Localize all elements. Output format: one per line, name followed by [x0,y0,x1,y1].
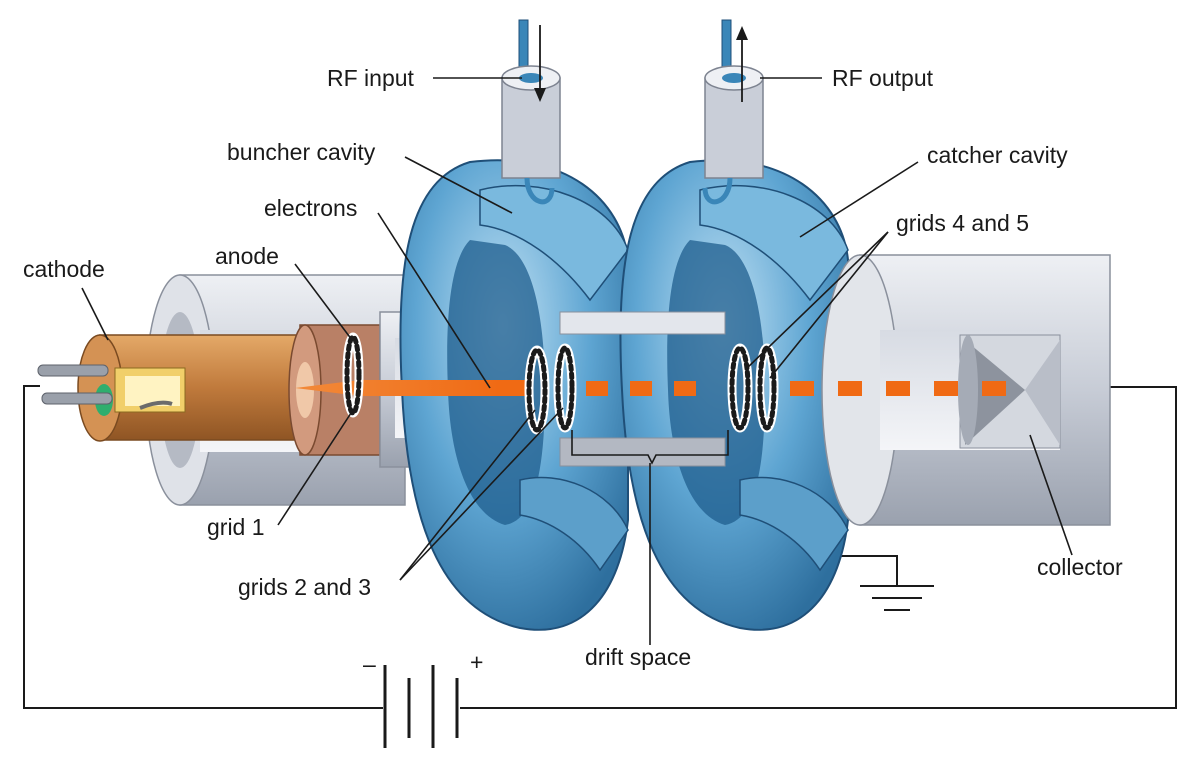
collector-label: collector [1037,554,1123,580]
leader-lines [81,77,1073,645]
cathode-label: cathode [23,256,105,282]
grid-1-label: grid 1 [207,514,265,540]
buncher-cavity-label: buncher cavity [227,139,376,165]
catcher-cavity-label: catcher cavity [927,142,1068,168]
electrons-label: electrons [264,195,357,221]
collector-housing [821,254,1111,526]
rf-output-arrow-icon [736,26,748,102]
grids-4-5-label: grids 4 and 5 [896,210,1029,236]
rf-input-coax [501,19,561,205]
drift-tube-top [559,311,726,335]
rf-output-label: RF output [832,65,934,91]
battery-minus-label: – [363,651,376,677]
rf-output-coax [702,19,764,205]
drift-space-bracket [571,430,729,465]
rf-input-label: RF input [327,65,415,91]
rf-input-arrow-icon [534,25,546,102]
grid-rings [342,332,779,435]
electron-beam [295,380,1006,396]
battery-icon [383,665,459,748]
battery-plus-label: + [470,649,483,675]
drift-tube-bottom [559,437,726,467]
cathode-assembly [37,334,301,442]
drift-space-label: drift space [585,644,691,670]
circuit-wire [23,385,1177,709]
grids-2-3-label: grids 2 and 3 [238,574,371,600]
anode-label: anode [215,243,279,269]
